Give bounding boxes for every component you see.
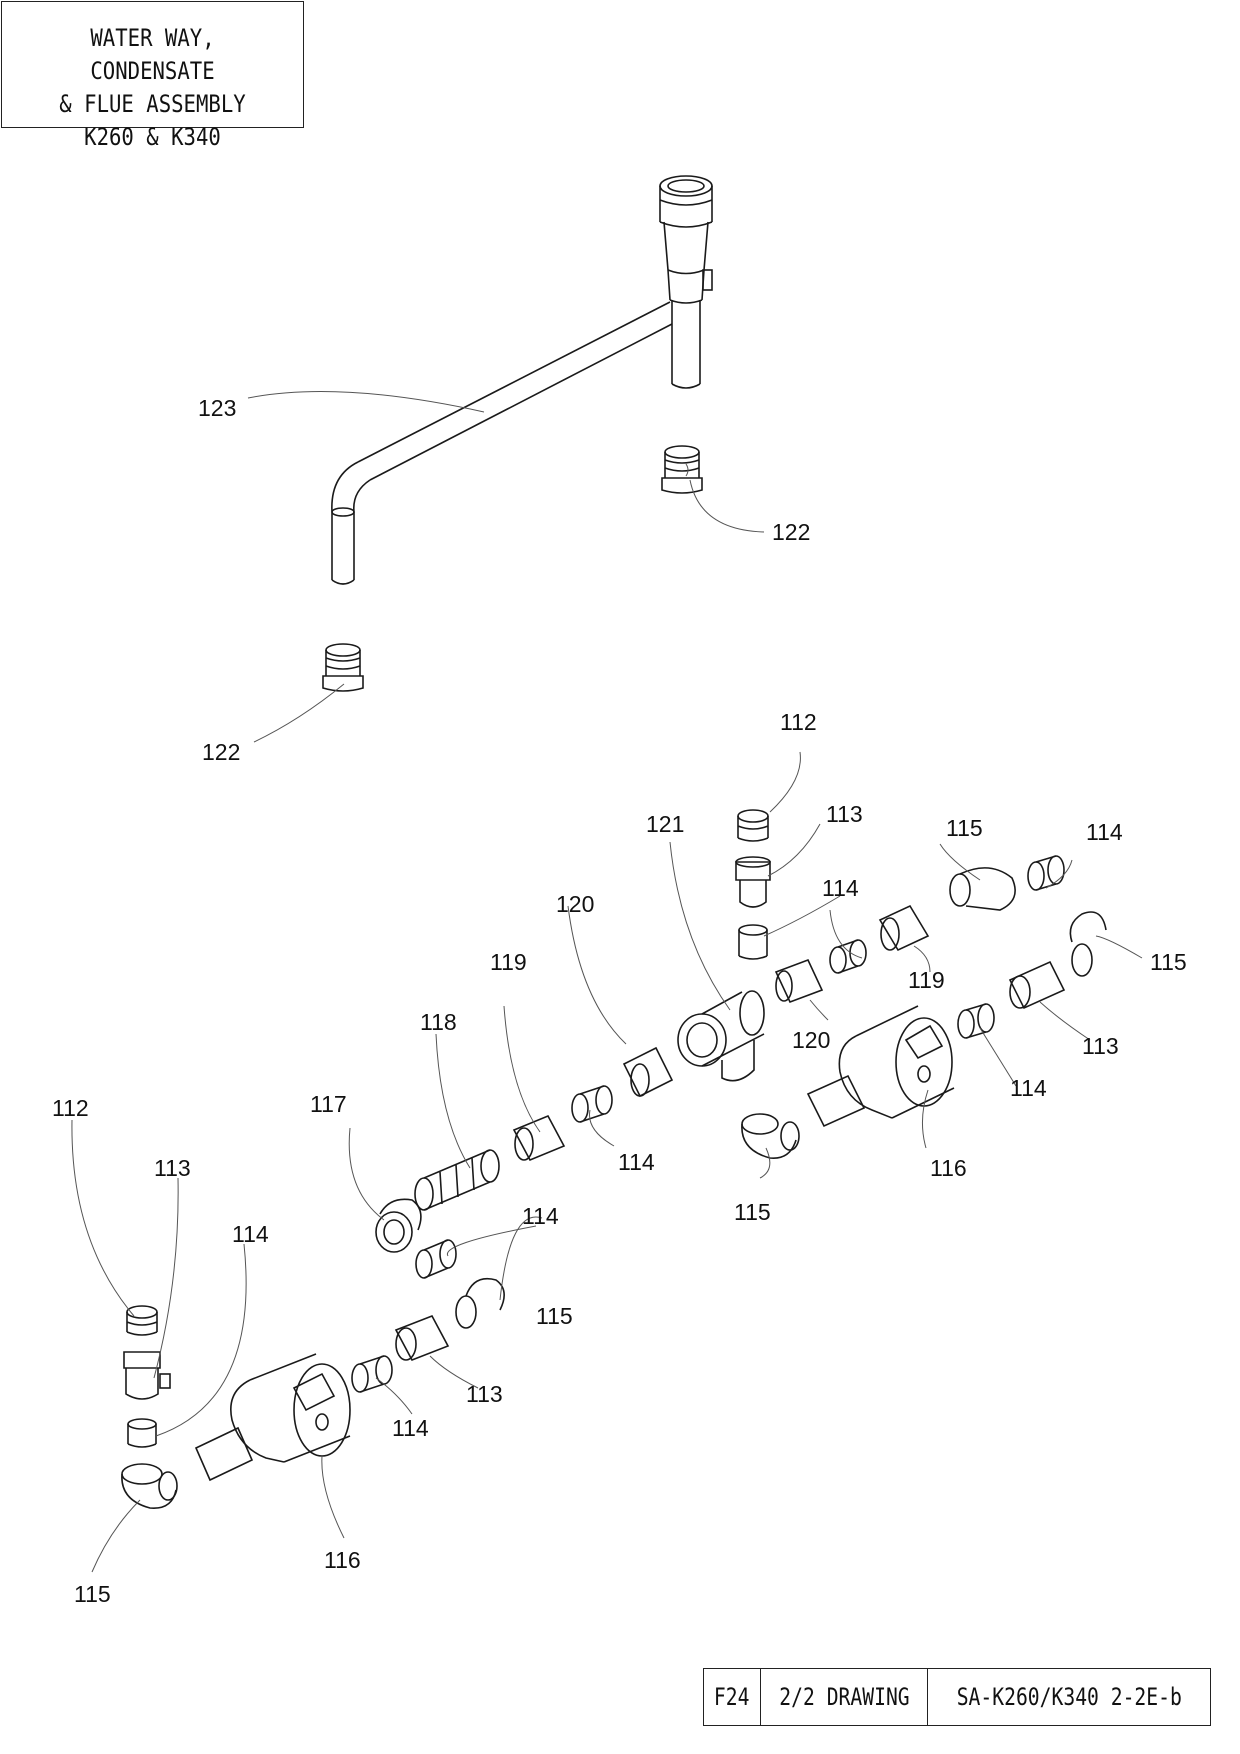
drawing-info-block: F24 2/2 DRAWING SA-K260/K340 2-2E-b [703,1668,1211,1726]
label-114-lower-a: 114 [392,1415,429,1441]
label-122-upper: 122 [772,519,810,545]
part-115-lower-left [121,1463,178,1509]
label-115-upper-b: 115 [1150,949,1187,975]
label-114-upper-b: 114 [1086,819,1123,845]
label-113-lower: 113 [466,1381,503,1407]
label-115-upper-a: 115 [946,815,983,841]
label-114-middle: 114 [618,1149,655,1175]
label-115-upper-c: 115 [734,1199,771,1225]
part-113-upper-right [1008,960,1066,1010]
part-112-lower [126,1305,158,1336]
part-115-middle [455,1277,505,1329]
part-114-upper-vertical [738,924,768,960]
part-114-middle-b [415,1239,457,1279]
label-114-lower-left: 114 [232,1221,269,1247]
title-line-1: WATER WAY, CONDENSATE [90,24,215,85]
label-114-upper-c: 114 [1010,1075,1047,1101]
drawing-number: SA-K260/K340 2-2E-b [956,1683,1182,1711]
label-113-upper-right: 113 [1082,1033,1119,1059]
label-114-upper: 114 [822,875,859,901]
part-114-lower-left [127,1418,157,1448]
label-116-upper: 116 [930,1155,967,1181]
label-112-upper: 112 [780,709,817,735]
label-120-upper: 120 [792,1027,830,1053]
part-113-lower-left [123,1351,171,1400]
label-113-upper: 113 [826,801,863,827]
part-121-tee [677,990,765,1082]
label-115-lower-left: 115 [74,1581,111,1607]
label-113-lower-left: 113 [154,1155,191,1181]
sheet-code: F24 [714,1683,750,1711]
part-114-lower-a [351,1355,393,1393]
label-115-middle: 115 [536,1303,573,1329]
label-114-middle-b: 114 [522,1203,559,1229]
part-122-plug-lower [322,643,364,692]
part-117-elbow [375,1198,422,1253]
drawing-number-cell: SA-K260/K340 2-2E-b [928,1669,1210,1725]
part-119-upper [878,904,930,952]
label-112-lower: 112 [52,1095,89,1121]
label-120-middle: 120 [556,891,594,917]
part-114-upper-b [1027,855,1065,891]
part-120-middle [622,1046,674,1098]
part-120-upper [774,958,824,1004]
part-115-upper-a [949,867,1016,911]
title-line-2: & FLUE ASSEMBLY [59,90,246,118]
label-119-upper: 119 [908,967,945,993]
part-115-upper-c [741,1113,800,1159]
part-114-upper-c [957,1003,995,1039]
part-118-nipple [414,1149,500,1211]
leader-lines [71,391,1143,1573]
label-118: 118 [420,1009,457,1035]
part-122-plug-upper [661,445,703,494]
part-116-upper-valve [806,1005,955,1128]
part-116-lower-valve [194,1353,351,1482]
part-labels: 123 122 122 112 113 115 114 121 114 120 … [52,395,1187,1607]
label-116-lower: 116 [324,1547,361,1573]
part-114-upper-a [829,939,867,974]
part-115-upper-b [1069,911,1107,977]
part-113-upper [735,856,771,908]
sheet-cell: F24 [704,1669,761,1725]
label-122-lower: 122 [202,739,240,765]
label-117: 117 [310,1091,347,1117]
label-121: 121 [646,811,684,837]
part-113-lower [394,1314,450,1362]
label-123: 123 [198,395,236,421]
part-114-middle [571,1085,613,1123]
label-119-middle: 119 [490,949,527,975]
title-line-3: K260 & K340 [84,123,221,151]
page-cell: 2/2 DRAWING [761,1669,928,1725]
title-block: WATER WAY, CONDENSATE & FLUE ASSEMBLY K2… [1,1,304,151]
page-indicator: 2/2 DRAWING [778,1683,910,1711]
part-119-middle [512,1114,566,1162]
part-123-flue-pipe [331,175,713,585]
part-112-upper [737,809,769,842]
